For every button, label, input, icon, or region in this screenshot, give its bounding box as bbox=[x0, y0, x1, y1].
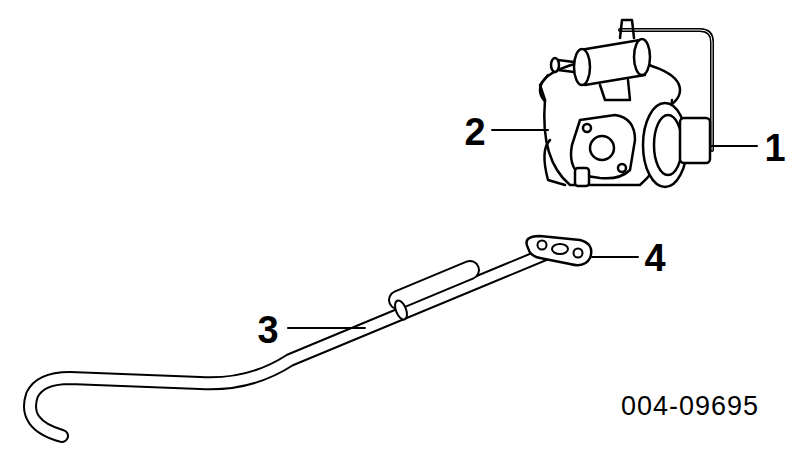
leader-line bbox=[710, 145, 757, 147]
leader-line bbox=[492, 129, 548, 131]
tube-flange bbox=[527, 236, 592, 265]
callout-number: 3 bbox=[257, 311, 278, 349]
callout-number: 2 bbox=[464, 113, 485, 151]
drawing-number: 004-09695 bbox=[621, 393, 759, 420]
tube-sleeve-fill bbox=[398, 270, 470, 300]
egr-tube bbox=[30, 250, 555, 436]
flange-bore bbox=[552, 244, 568, 254]
leader-line bbox=[592, 256, 638, 258]
flange-hole bbox=[538, 241, 547, 250]
leader-line bbox=[288, 327, 365, 329]
sleeve-end bbox=[393, 299, 410, 321]
egr-valve bbox=[540, 20, 712, 187]
callout-number: 1 bbox=[764, 129, 785, 167]
callout-number: 4 bbox=[644, 239, 665, 277]
tube-sleeve bbox=[398, 270, 470, 300]
egr-tube-fill bbox=[30, 250, 555, 436]
flange-hole bbox=[574, 249, 583, 258]
